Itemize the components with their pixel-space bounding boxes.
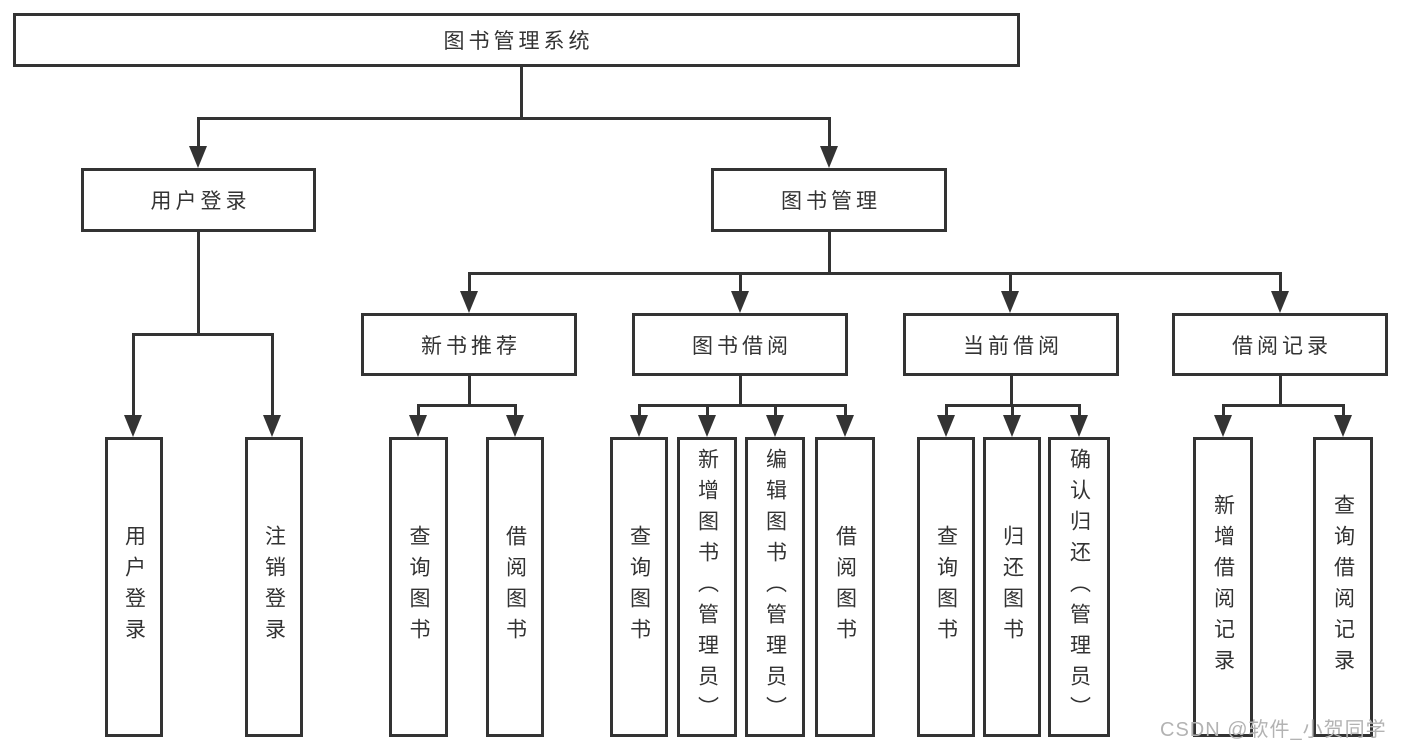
leaf-return-books: 归还图书 [983,437,1041,737]
arrowhead-down-icon [731,291,749,313]
arrowhead-down-icon [766,415,784,437]
node-new-book-recommend: 新书推荐 [361,313,577,376]
connector-current-borrow-leaf3 [1078,404,1081,418]
leaf-borrow-borrow-books-label: 借阅图书 [833,525,857,649]
connector-book-borrow-leaf3 [774,404,777,418]
leaf-edit-books-admin: 编辑图书（管理员） [745,437,805,737]
arrowhead-down-icon [1334,415,1352,437]
connector-to-current-borrow [1009,272,1012,293]
connector-book-borrow-leaf4 [844,404,847,418]
connector-to-new-book [468,272,471,293]
node-book-management: 图书管理 [711,168,947,232]
connector-new-book-stem [468,374,471,406]
arrowhead-down-icon [836,415,854,437]
connector-book-management-stem [828,230,831,274]
leaf-current-query-books-label: 查询图书 [934,525,958,649]
leaf-logout: 注销登录 [245,437,303,737]
arrowhead-down-icon [1214,415,1232,437]
leaf-newbook-borrow-books: 借阅图书 [486,437,544,737]
connector-new-book-split [417,404,517,407]
leaf-borrow-query-books: 查询图书 [610,437,668,737]
connector-book-borrow-split [638,404,847,407]
connector-current-borrow-stem [1010,374,1013,406]
leaf-add-borrow-record: 新增借阅记录 [1193,437,1253,737]
connector-to-leaf-user-login [132,333,135,417]
node-new-book-recommend-label: 新书推荐 [421,334,521,358]
node-user-login: 用户登录 [81,168,316,232]
connector-to-book-management [828,117,831,150]
arrowhead-down-icon [820,146,838,168]
leaf-return-books-label: 归还图书 [1000,525,1024,649]
leaf-confirm-return-admin: 确认归还（管理员） [1048,437,1110,737]
leaf-current-query-books: 查询图书 [917,437,975,737]
leaf-confirm-return-admin-label: 确认归还（管理员） [1067,447,1091,727]
arrowhead-down-icon [460,291,478,313]
arrowhead-down-icon [1271,291,1289,313]
connector-book-borrow-leaf2 [706,404,709,418]
arrowhead-down-icon [937,415,955,437]
leaf-query-borrow-record-label: 查询借阅记录 [1331,494,1355,680]
connector-root-stem [520,67,523,119]
connector-current-borrow-leaf1 [945,404,948,418]
connector-to-borrow-records [1279,272,1282,293]
leaf-borrow-query-books-label: 查询图书 [627,525,651,649]
leaf-add-books-admin-label: 新增图书（管理员） [695,447,719,727]
csdn-watermark: CSDN @软件_小贺同学 [1160,719,1387,741]
arrowhead-down-icon [1001,291,1019,313]
connector-new-book-leaf2 [514,404,517,418]
connector-new-book-leaf1 [417,404,420,418]
node-book-management-label: 图书管理 [781,190,881,213]
node-root-label: 图书管理系统 [443,30,594,53]
connector-borrow-records-leaf1 [1222,404,1225,418]
connector-borrow-records-split [1222,404,1345,407]
arrowhead-down-icon [124,415,142,437]
connector-book-borrow-stem [739,374,742,406]
connector-current-borrow-leaf2 [1011,404,1014,418]
node-book-borrow-label: 图书借阅 [692,334,792,358]
node-book-borrow: 图书借阅 [632,313,848,376]
connector-to-user-login [197,117,200,150]
arrowhead-down-icon [189,146,207,168]
leaf-logout-label: 注销登录 [262,525,286,649]
arrowhead-down-icon [630,415,648,437]
leaf-newbook-query-books: 查询图书 [389,437,448,737]
connector-borrow-records-stem [1279,374,1282,406]
connector-book-borrow-leaf1 [638,404,641,418]
leaf-user-login-label: 用户登录 [122,525,146,649]
arrowhead-down-icon [263,415,281,437]
node-root: 图书管理系统 [13,13,1020,67]
leaf-edit-books-admin-label: 编辑图书（管理员） [763,447,787,727]
leaf-newbook-query-books-label: 查询图书 [407,525,430,649]
arrowhead-down-icon [1003,415,1021,437]
node-current-borrow: 当前借阅 [903,313,1119,376]
connector-user-login-stem [197,230,200,336]
connector-user-login-split [132,333,274,336]
node-current-borrow-label: 当前借阅 [963,334,1063,358]
connector-level3-split [468,272,1281,275]
leaf-borrow-borrow-books: 借阅图书 [815,437,875,737]
leaf-query-borrow-record: 查询借阅记录 [1313,437,1373,737]
node-borrow-records-label: 借阅记录 [1232,334,1332,358]
node-borrow-records: 借阅记录 [1172,313,1388,376]
arrowhead-down-icon [409,415,427,437]
node-user-login-label: 用户登录 [150,190,251,213]
arrowhead-down-icon [506,415,524,437]
connector-to-leaf-logout [271,333,274,417]
arrowhead-down-icon [1070,415,1088,437]
leaf-add-books-admin: 新增图书（管理员） [677,437,737,737]
connector-level2-split [197,117,830,120]
leaf-add-borrow-record-label: 新增借阅记录 [1211,494,1235,680]
arrowhead-down-icon [698,415,716,437]
connector-borrow-records-leaf2 [1342,404,1345,418]
connector-to-book-borrow [739,272,742,293]
leaf-user-login: 用户登录 [105,437,163,737]
leaf-newbook-borrow-books-label: 借阅图书 [503,525,527,649]
